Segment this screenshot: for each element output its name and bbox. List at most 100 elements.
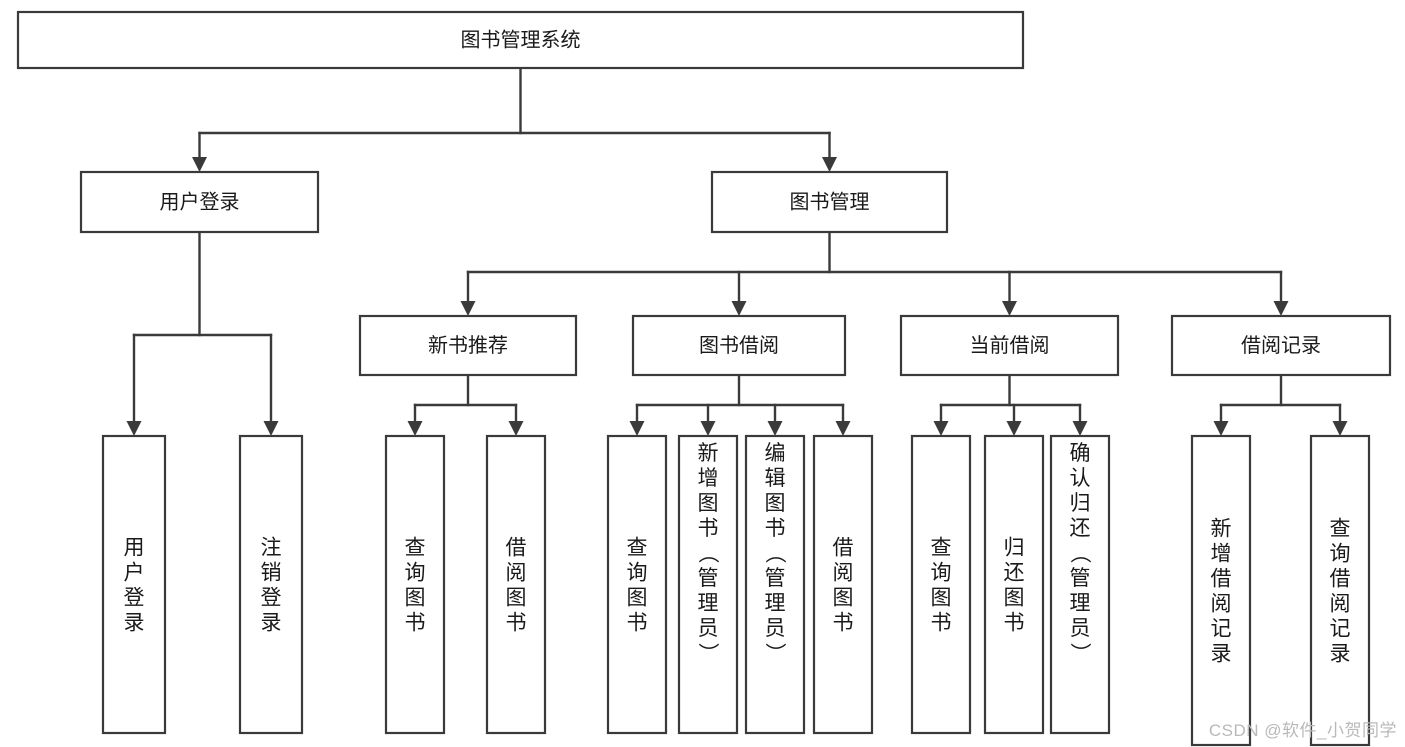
svg-text:书: 书	[698, 517, 719, 540]
node-box-leaf-query-book-2[interactable]	[606, 434, 668, 735]
svg-text:理: 理	[1070, 592, 1091, 615]
arrow-head-icon	[192, 157, 207, 172]
svg-text:（: （	[763, 543, 786, 564]
node-label-book-borrow: 图书借阅	[699, 334, 779, 357]
svg-text:阅: 阅	[833, 562, 854, 585]
arrow-head-icon	[407, 421, 423, 436]
svg-text:图: 图	[698, 492, 719, 515]
svg-text:图: 图	[833, 587, 854, 610]
svg-text:录: 录	[261, 612, 282, 635]
svg-text:归: 归	[1070, 492, 1091, 515]
svg-text:询: 询	[405, 562, 426, 585]
node-box-leaf-confirm-return[interactable]	[1049, 434, 1111, 735]
node-box-new-book-rec[interactable]	[358, 314, 578, 377]
svg-text:借: 借	[506, 537, 527, 560]
svg-text:理: 理	[765, 592, 786, 615]
svg-text:图: 图	[765, 492, 786, 515]
svg-text:归: 归	[1004, 537, 1025, 560]
node-label-current-borrow: 当前借阅	[970, 334, 1050, 357]
connector-layer	[126, 66, 1348, 436]
svg-text:管: 管	[1070, 567, 1091, 590]
svg-text:注: 注	[261, 537, 282, 560]
svg-text:书: 书	[1004, 612, 1025, 635]
node-box-user-login[interactable]	[79, 170, 320, 234]
svg-text:销: 销	[261, 562, 282, 585]
svg-text:书: 书	[765, 517, 786, 540]
arrow-head-icon	[1213, 421, 1229, 436]
arrow-head-icon	[731, 301, 747, 316]
svg-text:借: 借	[1211, 568, 1232, 591]
node-box-layer	[16, 10, 1392, 747]
svg-text:员: 员	[698, 617, 719, 640]
node-box-book-borrow[interactable]	[631, 314, 847, 377]
svg-text:编: 编	[765, 442, 786, 465]
node-box-leaf-add-record[interactable]	[1190, 434, 1252, 747]
svg-text:员: 员	[1070, 617, 1091, 640]
svg-text:还: 还	[1070, 517, 1091, 540]
svg-text:查: 查	[931, 537, 952, 560]
svg-text:录: 录	[1211, 643, 1232, 666]
svg-text:询: 询	[931, 562, 952, 585]
watermark-text: CSDN @软件_小贺同学	[1208, 721, 1397, 740]
svg-text:理: 理	[698, 592, 719, 615]
arrow-head-icon	[263, 421, 279, 436]
svg-text:新: 新	[698, 442, 719, 465]
svg-text:询: 询	[1330, 543, 1351, 566]
svg-text:询: 询	[627, 562, 648, 585]
arrow-head-icon	[1072, 421, 1088, 436]
arrow-head-icon	[1273, 301, 1289, 316]
svg-text:）: ）	[696, 643, 719, 664]
node-box-leaf-user-login[interactable]	[101, 434, 167, 735]
node-box-leaf-query-record[interactable]	[1309, 434, 1371, 747]
node-box-leaf-edit-book[interactable]	[744, 434, 806, 735]
arrow-head-icon	[1006, 421, 1022, 436]
arrow-head-icon	[126, 421, 142, 436]
svg-text:记: 记	[1330, 618, 1351, 641]
arrow-head-icon	[700, 421, 716, 436]
node-label-root: 图书管理系统	[461, 28, 581, 51]
svg-text:录: 录	[1330, 643, 1351, 666]
svg-text:借: 借	[833, 537, 854, 560]
svg-text:图: 图	[627, 587, 648, 610]
node-box-root[interactable]	[16, 10, 1025, 70]
arrow-head-icon	[460, 301, 476, 316]
svg-text:阅: 阅	[506, 562, 527, 585]
svg-text:图: 图	[506, 587, 527, 610]
svg-text:记: 记	[1211, 618, 1232, 641]
svg-text:查: 查	[1330, 518, 1351, 541]
svg-text:登: 登	[124, 587, 145, 610]
node-box-book-manage[interactable]	[710, 170, 949, 234]
arrow-head-icon	[629, 421, 645, 436]
node-box-current-borrow[interactable]	[899, 314, 1120, 377]
svg-text:管: 管	[698, 567, 719, 590]
node-box-leaf-borrow-book-1[interactable]	[485, 434, 547, 735]
arrow-head-icon	[767, 421, 783, 436]
node-box-leaf-query-book-1[interactable]	[384, 434, 446, 735]
arrow-head-icon	[822, 157, 837, 172]
svg-text:查: 查	[405, 537, 426, 560]
node-label-book-manage: 图书管理	[790, 190, 870, 213]
node-box-borrow-record[interactable]	[1170, 314, 1392, 377]
node-box-leaf-return-book[interactable]	[983, 434, 1045, 735]
svg-text:图: 图	[405, 587, 426, 610]
svg-text:确: 确	[1070, 442, 1091, 465]
svg-text:录: 录	[124, 612, 145, 635]
svg-text:户: 户	[124, 562, 145, 585]
node-box-leaf-add-book[interactable]	[677, 434, 739, 735]
svg-text:登: 登	[261, 587, 282, 610]
svg-text:书: 书	[931, 612, 952, 635]
node-box-leaf-borrow-book-2[interactable]	[812, 434, 874, 735]
svg-text:图: 图	[1004, 587, 1025, 610]
arrow-head-icon	[508, 421, 524, 436]
node-box-leaf-logout[interactable]	[238, 434, 304, 735]
svg-text:书: 书	[405, 612, 426, 635]
node-box-leaf-query-book-3[interactable]	[910, 434, 972, 735]
svg-text:员: 员	[765, 617, 786, 640]
